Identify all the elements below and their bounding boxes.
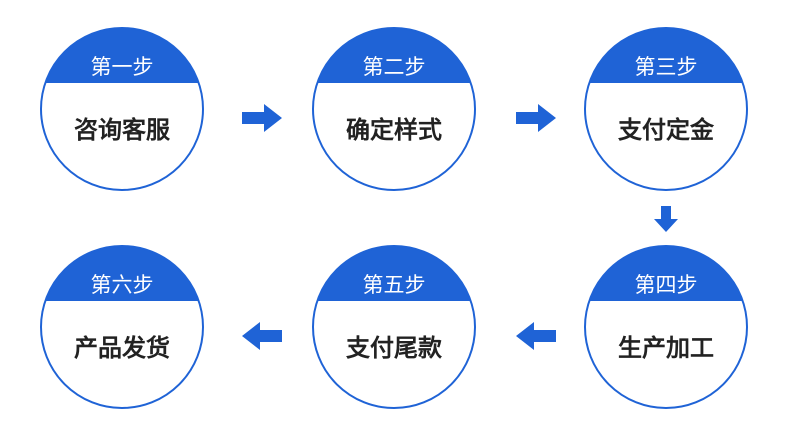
- step-4-circle: [584, 245, 748, 409]
- arrow-left-icon: [242, 322, 282, 350]
- step-3-card: 第三步 支付定金: [583, 26, 749, 192]
- step-4-label: 第四步: [634, 273, 698, 297]
- step-6-card: 第六步 产品发货: [39, 244, 205, 410]
- step-2-label: 第二步: [362, 55, 426, 79]
- step-3-title: 支付定金: [618, 116, 714, 144]
- step-4-title: 生产加工: [618, 334, 714, 362]
- arrow-right-icon: [242, 104, 282, 132]
- step-6-label: 第六步: [90, 273, 154, 297]
- arrow-right-icon: [516, 104, 556, 132]
- arrow-left-icon: [516, 322, 556, 350]
- step-1-title: 咨询客服: [74, 116, 170, 144]
- step-6-circle: [40, 245, 204, 409]
- step-1-label: 第一步: [90, 55, 154, 79]
- step-2-title: 确定样式: [346, 116, 442, 144]
- step-1-circle: [40, 27, 204, 191]
- arrow-down-icon: [654, 206, 678, 232]
- step-2-circle: [312, 27, 476, 191]
- step-5-label: 第五步: [362, 273, 426, 297]
- step-1-card: 第一步 咨询客服: [39, 26, 205, 192]
- step-5-title: 支付尾款: [346, 334, 442, 362]
- step-5-circle: [312, 245, 476, 409]
- step-5-card: 第五步 支付尾款: [311, 244, 477, 410]
- step-6-title: 产品发货: [74, 334, 170, 362]
- step-3-label: 第三步: [634, 55, 698, 79]
- step-4-card: 第四步 生产加工: [583, 244, 749, 410]
- step-2-card: 第二步 确定样式: [311, 26, 477, 192]
- step-3-circle: [584, 27, 748, 191]
